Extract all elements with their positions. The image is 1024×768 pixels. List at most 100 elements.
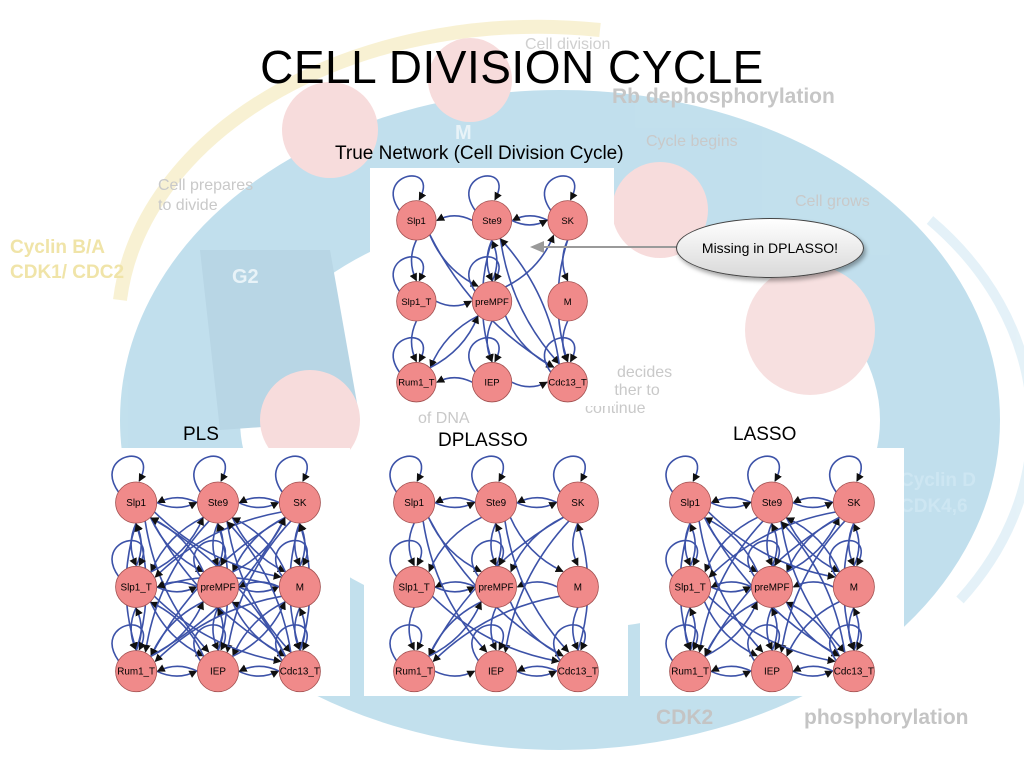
edge-IEP-to-Cdc13_T xyxy=(511,381,548,390)
node-label: Cdc13_T xyxy=(834,667,874,678)
cell-image-3 xyxy=(612,162,708,258)
node-IEP: IEP xyxy=(471,362,513,403)
self-loop-Rum1_T xyxy=(392,337,427,373)
self-loop-Cdc13_T xyxy=(552,624,588,662)
edge-IEP-to-Rum1_T xyxy=(156,664,198,672)
node-label: preMPF xyxy=(478,582,513,593)
self-loop-preMPF xyxy=(471,539,506,578)
true-network-label: True Network (Cell Division Cycle) xyxy=(335,143,624,164)
node-label: Rum1_T xyxy=(117,667,155,678)
node-label: Ste9 xyxy=(486,498,507,509)
edge-Ste9-to-SK xyxy=(516,501,558,510)
node-label: preMPF xyxy=(754,582,789,593)
node-Rum1_T: Rum1_T xyxy=(393,650,436,693)
node-label: Ste9 xyxy=(208,498,229,509)
node-Slp1: Slp1 xyxy=(396,200,437,241)
edge-Cdc13_T-to-Ste9 xyxy=(500,238,561,365)
edge-IEP-to-M xyxy=(231,601,286,658)
edge-Ste9-to-SK xyxy=(238,501,280,510)
edge-Ste9-to-preMPF xyxy=(489,522,497,567)
node-Ste9: Ste9 xyxy=(471,200,513,241)
self-loop-IEP xyxy=(468,337,502,373)
self-loop-preMPF xyxy=(747,539,782,578)
node-label: Rum1_T xyxy=(398,378,435,389)
node-label: IEP xyxy=(764,667,780,678)
bg-label-cell-prepares: Cell prepares to divide xyxy=(158,177,254,214)
edge-Cdc13_T-to-IEP xyxy=(516,664,558,672)
edge-SK-to-IEP xyxy=(224,520,292,653)
edge-Slp1_T-to-Rum1_T xyxy=(407,607,415,651)
edge-Rum1_T-to-IEP xyxy=(710,670,752,678)
node-M: M xyxy=(278,565,321,608)
node-IEP: IEP xyxy=(475,650,517,693)
edge-Ste9-to-Rum1_T xyxy=(696,520,764,653)
edge-M-to-SK xyxy=(853,523,861,567)
edge-preMPF-to-Rum1_T xyxy=(429,314,479,368)
node-preMPF: preMPF xyxy=(197,565,239,608)
self-loop-Slp1 xyxy=(389,455,425,493)
node-Rum1_T: Rum1_T xyxy=(396,362,437,403)
self-loop-Slp1_T xyxy=(392,256,427,292)
node-label: Slp1 xyxy=(126,498,146,509)
edge-Ste9-to-Cdc13_T xyxy=(780,520,846,653)
edge-Ste9-to-Cdc13_T xyxy=(226,520,292,653)
edge-Ste9-to-Slp1 xyxy=(710,495,752,504)
edge-SK-to-Ste9 xyxy=(511,213,549,222)
node-Cdc13_T: Cdc13_T xyxy=(547,362,588,403)
bg-label-cycle-begins: Cycle begins xyxy=(646,133,738,150)
node-Ste9: Ste9 xyxy=(475,481,517,524)
self-loop-SK xyxy=(543,175,578,211)
self-loop-Cdc13_T xyxy=(828,624,864,662)
node-label: Slp1 xyxy=(404,498,424,509)
node-label: Rum1_T xyxy=(395,667,433,678)
edge-IEP-to-Rum1_T xyxy=(710,664,752,672)
slide-title: CELL DIVISION CYCLE xyxy=(260,41,764,93)
node-label: Slp1 xyxy=(680,498,700,509)
edge-Slp1_T-to-preMPF xyxy=(435,300,473,309)
node-Slp1_T: Slp1_T xyxy=(669,565,712,608)
bg-label-cyclin-d: Cyclin D CDK4,6 xyxy=(900,470,977,517)
edge-Ste9-to-Slp1 xyxy=(434,495,476,504)
node-Slp1: Slp1 xyxy=(393,481,436,524)
self-loop-preMPF xyxy=(468,256,502,292)
self-loop-Slp1 xyxy=(392,175,427,211)
edge-Slp1-to-Ste9 xyxy=(434,501,476,510)
edge-preMPF-to-IEP xyxy=(485,320,493,363)
callout-arrow xyxy=(530,241,680,253)
node-preMPF: preMPF xyxy=(471,281,513,322)
self-loop-Cdc13_T xyxy=(274,624,310,662)
node-SK: SK xyxy=(547,200,588,241)
node-Cdc13_T: Cdc13_T xyxy=(278,650,321,693)
pls-label: PLS xyxy=(183,424,219,445)
self-loop-Ste9 xyxy=(747,455,782,493)
node-SK: SK xyxy=(832,481,875,524)
self-loop-Slp1_T xyxy=(665,539,701,578)
edge-Rum1_T-to-IEP xyxy=(434,670,476,678)
node-Rum1_T: Rum1_T xyxy=(669,650,712,693)
self-loop-Rum1_T xyxy=(111,624,147,662)
edge-preMPF-to-Slp1 xyxy=(704,517,759,573)
edge-M-to-preMPF xyxy=(516,580,558,588)
node-Cdc13_T: Cdc13_T xyxy=(556,650,599,693)
edge-Rum1_T-to-Slp1_T xyxy=(689,607,697,651)
edge-Slp1_T-to-preMPF xyxy=(434,586,476,594)
node-Slp1: Slp1 xyxy=(115,481,158,524)
self-loop-Ste9 xyxy=(468,175,502,211)
node-label: IEP xyxy=(488,667,504,678)
node-label: Cdc13_T xyxy=(548,378,587,389)
node-SK: SK xyxy=(556,481,599,524)
node-preMPF: preMPF xyxy=(475,565,517,608)
self-loop-Slp1 xyxy=(665,455,701,493)
self-loop-IEP xyxy=(193,624,228,662)
node-IEP: IEP xyxy=(751,650,793,693)
node-label: IEP xyxy=(484,378,499,389)
node-M: M xyxy=(547,281,588,322)
node-Ste9: Ste9 xyxy=(197,481,239,524)
node-label: IEP xyxy=(210,667,226,678)
edge-Slp1-to-Slp1_T xyxy=(407,522,415,567)
edge-Slp1_T-to-Cdc13_T xyxy=(153,595,282,665)
bg-label-of-dna: of DNA xyxy=(418,410,470,427)
